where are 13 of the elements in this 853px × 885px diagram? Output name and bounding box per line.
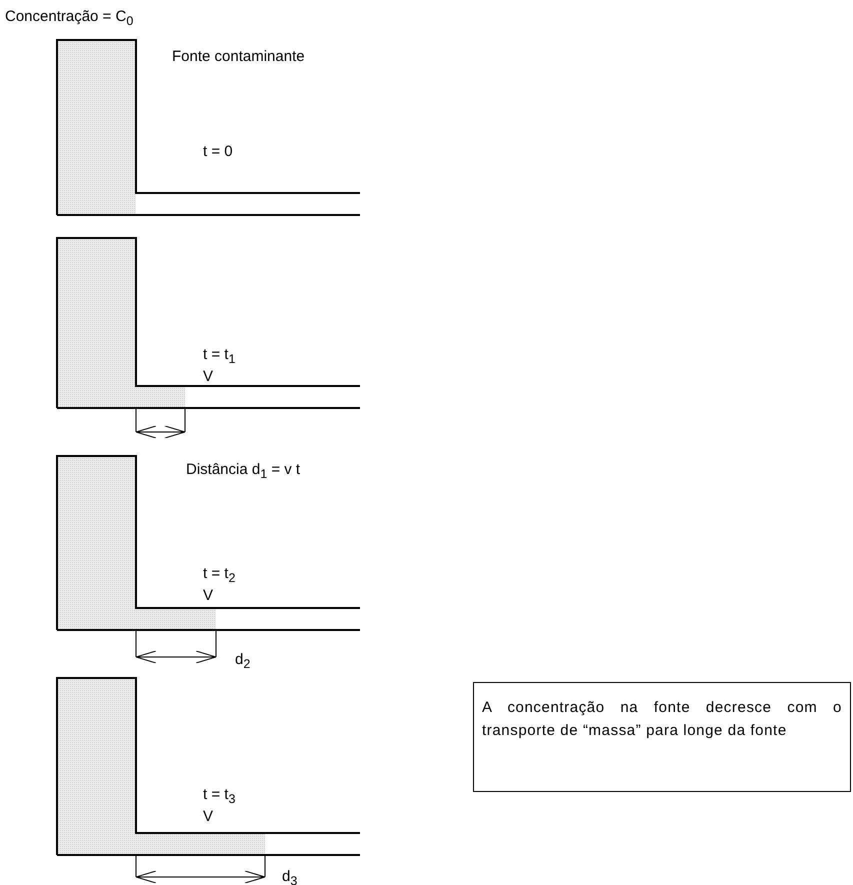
distance-label: d$_{2}$ <box>235 651 250 673</box>
time-label: t = t$_{2}$ <box>203 565 236 587</box>
velocity-label: V <box>203 368 214 386</box>
time-label: t = t$_{1}$ <box>203 346 236 368</box>
distance-label: d$_{3}$ <box>282 868 298 885</box>
note-box: A concentração na fonte decresce com o transporte de “massa” para longe da fonte <box>473 682 851 792</box>
distance-label: Distância d$_{1}$ = v t <box>186 461 300 483</box>
source-label: Fonte contaminante <box>172 48 305 66</box>
time-label: t = 0 <box>203 143 233 161</box>
velocity-label: V <box>203 808 214 826</box>
velocity-label: V <box>203 587 214 605</box>
heading: Concentração = C$_{0}$ <box>5 8 134 30</box>
time-label: t = t$_{3}$ <box>203 786 236 808</box>
